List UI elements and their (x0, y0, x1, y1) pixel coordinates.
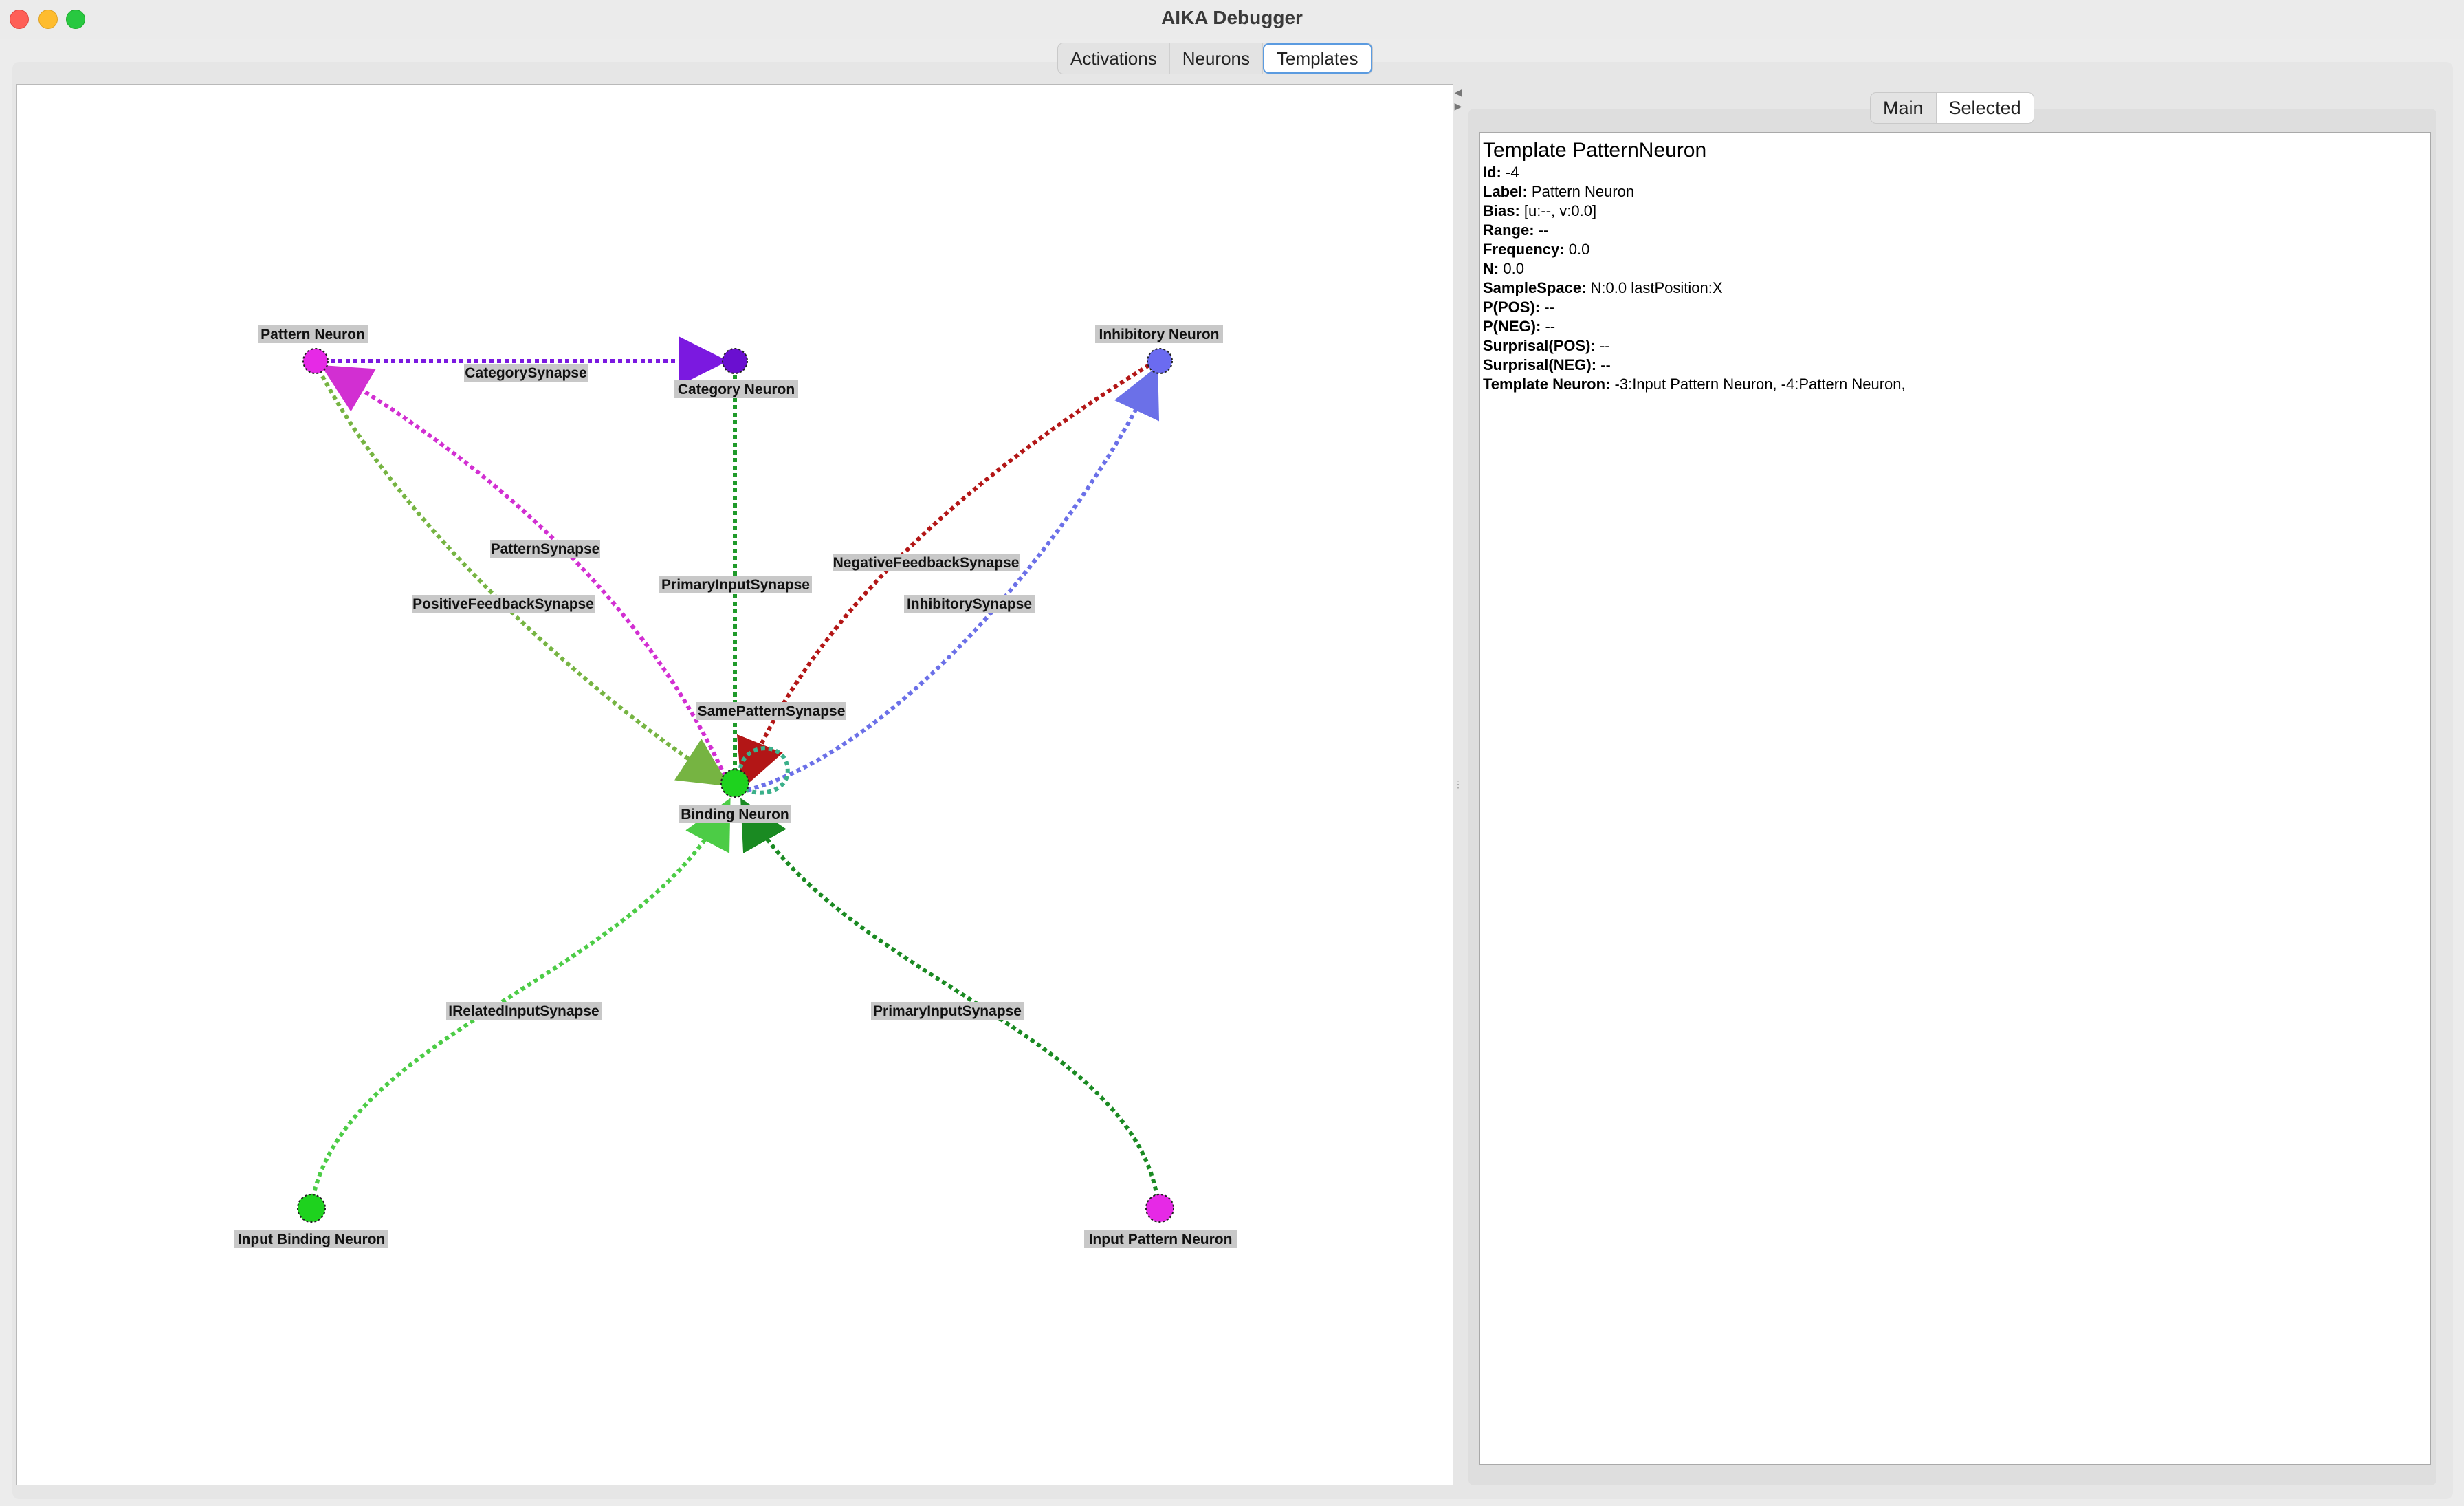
label-primary-input-synapse-top: PrimaryInputSynapse (659, 576, 812, 593)
splitter-collapse-arrows[interactable]: ◀▶ (1454, 87, 1462, 111)
svg-text:InhibitorySynapse: InhibitorySynapse (907, 596, 1032, 612)
label-inhibitory-neuron: Inhibitory Neuron (1095, 325, 1223, 343)
svg-text:PositiveFeedbackSynapse: PositiveFeedbackSynapse (412, 596, 594, 612)
svg-text:Input Pattern Neuron: Input Pattern Neuron (1089, 1232, 1233, 1247)
label-input-pattern-neuron: Input Pattern Neuron (1084, 1230, 1237, 1248)
node-pattern-neuron[interactable] (302, 348, 329, 374)
node-inhibitory-neuron[interactable] (1147, 348, 1173, 374)
label-negative-feedback-synapse: NegativeFeedbackSynapse (833, 554, 1020, 571)
svg-text:IRelatedInputSynapse: IRelatedInputSynapse (448, 1003, 599, 1019)
tab-activations[interactable]: Activations (1058, 43, 1170, 74)
detail-row-label: Label: Pattern Neuron (1483, 183, 1635, 200)
svg-text:Binding Neuron: Binding Neuron (681, 807, 789, 822)
label-binding-neuron: Binding Neuron (679, 805, 791, 823)
label-positive-feedback-synapse: PositiveFeedbackSynapse (412, 595, 595, 613)
label-pattern-neuron: Pattern Neuron (258, 325, 368, 343)
label-same-pattern-synapse: SamePatternSynapse (696, 702, 846, 720)
label-category-neuron: Category Neuron (674, 380, 798, 398)
label-related-input-synapse: IRelatedInputSynapse (446, 1002, 602, 1020)
node-binding-neuron[interactable] (720, 769, 749, 798)
svg-text:PrimaryInputSynapse: PrimaryInputSynapse (661, 577, 810, 593)
minimize-window-button[interactable] (38, 10, 58, 29)
main-tab-bar: Activations Neurons Templates (1057, 43, 1373, 74)
tab-neurons[interactable]: Neurons (1170, 43, 1264, 74)
window-title: AIKA Debugger (1161, 7, 1303, 28)
detail-row-template-neuron: Template Neuron: -3:Input Pattern Neuron… (1483, 375, 1906, 393)
detail-row-p-neg: P(NEG): -- (1483, 318, 1556, 335)
tab-selected[interactable]: Selected (1935, 93, 2034, 123)
svg-text:Category Neuron: Category Neuron (678, 382, 795, 397)
detail-row-p-pos: P(POS): -- (1483, 298, 1554, 316)
label-pattern-synapse: PatternSynapse (490, 540, 600, 558)
title-bar: AIKA Debugger (0, 0, 2464, 39)
zoom-window-button[interactable] (66, 10, 85, 29)
detail-row-n: N: 0.0 (1483, 260, 1524, 277)
svg-text:CategorySynapse: CategorySynapse (465, 365, 586, 381)
svg-text:PrimaryInputSynapse: PrimaryInputSynapse (873, 1003, 1022, 1019)
label-primary-input-synapse-bottom: PrimaryInputSynapse (871, 1002, 1024, 1020)
edge-positive-feedback-synapse[interactable] (320, 375, 730, 787)
details-heading: Template PatternNeuron (1483, 139, 1707, 162)
close-window-button[interactable] (10, 10, 29, 29)
detail-row-bias: Bias: [u:--, v:0.0] (1483, 202, 1597, 219)
svg-text:Pattern Neuron: Pattern Neuron (261, 327, 365, 342)
detail-row-id: Id: -4 (1483, 164, 1519, 181)
detail-row-samplespace: SampleSpace: N:0.0 lastPosition:X (1483, 279, 1723, 296)
svg-text:NegativeFeedbackSynapse: NegativeFeedbackSynapse (833, 555, 1020, 571)
edge-inhibitory-synapse[interactable] (747, 366, 1160, 792)
network-graph[interactable]: Pattern Neuron Category Neuron Inhibitor… (17, 85, 1453, 1485)
detail-row-surprisal-pos: Surprisal(POS): -- (1483, 337, 1610, 354)
tab-main[interactable]: Main (1883, 98, 1924, 118)
label-category-synapse: CategorySynapse (464, 364, 588, 382)
graph-view[interactable]: Pattern Neuron Category Neuron Inhibitor… (16, 84, 1453, 1485)
svg-text:Inhibitory Neuron: Inhibitory Neuron (1099, 327, 1220, 342)
label-inhibitory-synapse: InhibitorySynapse (904, 595, 1035, 613)
tab-templates[interactable]: Templates (1263, 43, 1372, 74)
detail-row-surprisal-neg: Surprisal(NEG): -- (1483, 356, 1611, 373)
detail-row-frequency: Frequency: 0.0 (1483, 241, 1590, 258)
edge-primary-input-synapse-bottom[interactable] (740, 798, 1160, 1206)
svg-text:SamePatternSynapse: SamePatternSynapse (698, 703, 846, 719)
label-input-binding-neuron: Input Binding Neuron (234, 1230, 388, 1248)
details-text-area[interactable]: Template PatternNeuron Id: -4 Label: Pat… (1480, 132, 2431, 1465)
detail-row-range: Range: -- (1483, 221, 1549, 239)
node-category-neuron[interactable] (722, 348, 748, 374)
edge-same-pattern-synapse[interactable] (737, 746, 790, 795)
node-input-pattern-neuron[interactable] (1145, 1194, 1174, 1223)
svg-text:PatternSynapse: PatternSynapse (491, 541, 600, 557)
node-input-binding-neuron[interactable] (297, 1194, 326, 1223)
details-tab-bar: Main Selected (1870, 92, 2034, 124)
splitter-handle[interactable]: ⋮ (1453, 778, 1463, 789)
svg-text:Input Binding Neuron: Input Binding Neuron (238, 1232, 386, 1247)
